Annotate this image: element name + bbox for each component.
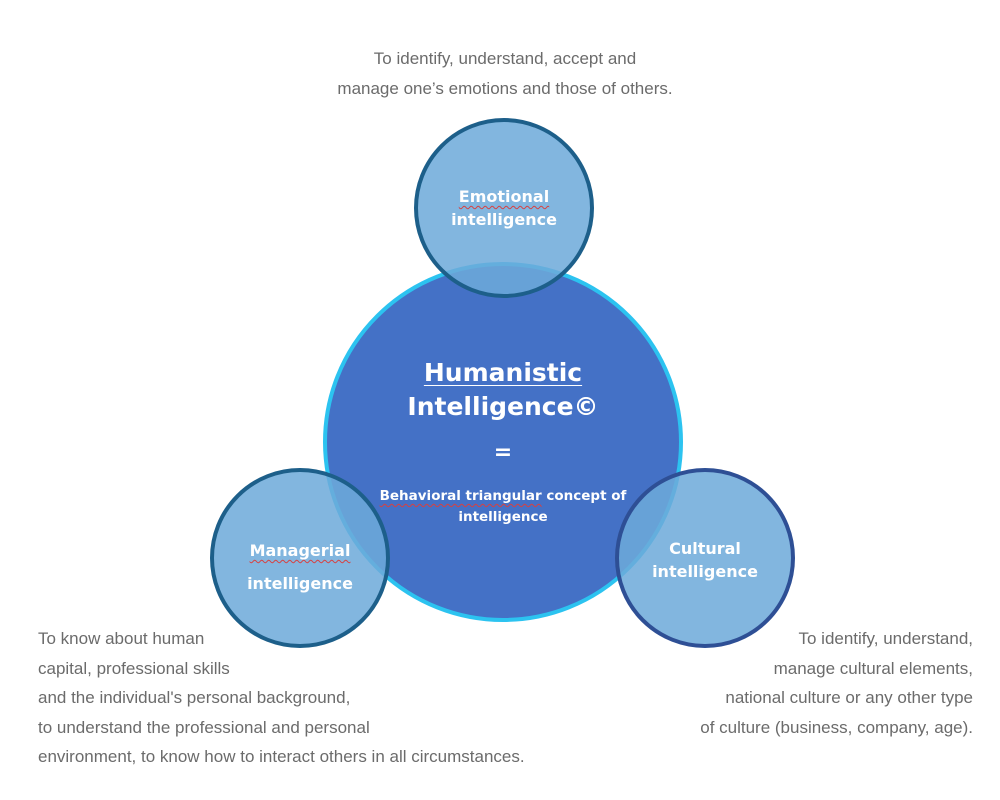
- emotional-description: To identify, understand, accept and mana…: [337, 49, 673, 98]
- central-title-line2: Intelligence©: [407, 392, 599, 421]
- cultural-circle: [615, 468, 795, 648]
- emotional-label-line1: Emotional: [458, 187, 550, 206]
- managerial-circle: [210, 468, 390, 648]
- central-title: Humanistic Intelligence©: [323, 356, 683, 424]
- emotional-circle: [414, 118, 594, 298]
- cultural-label: Cultural intelligence: [615, 537, 795, 583]
- emotional-label: Emotional intelligence: [414, 185, 594, 231]
- managerial-label-line1: Managerial: [249, 541, 351, 560]
- central-equals-sign: =: [493, 440, 513, 465]
- central-subtitle: Behavioral triangular concept of intelli…: [363, 486, 643, 528]
- central-subtitle-word1: Behavioral triangular: [379, 488, 542, 504]
- managerial-label-line2: intelligence: [247, 574, 353, 593]
- cultural-label-line1: Cultural: [669, 539, 741, 558]
- cultural-label-line2: intelligence: [652, 562, 758, 581]
- emotional-label-line2: intelligence: [451, 210, 557, 229]
- central-subtitle-rest: concept of: [541, 488, 627, 504]
- central-subtitle-line2: intelligence: [458, 509, 548, 525]
- central-title-line1: Humanistic: [423, 358, 583, 387]
- cultural-description: To identify, understand, manage cultural…: [700, 629, 973, 737]
- managerial-description: To know about human capital, professiona…: [38, 629, 525, 766]
- managerial-label: Managerial intelligence: [210, 534, 390, 600]
